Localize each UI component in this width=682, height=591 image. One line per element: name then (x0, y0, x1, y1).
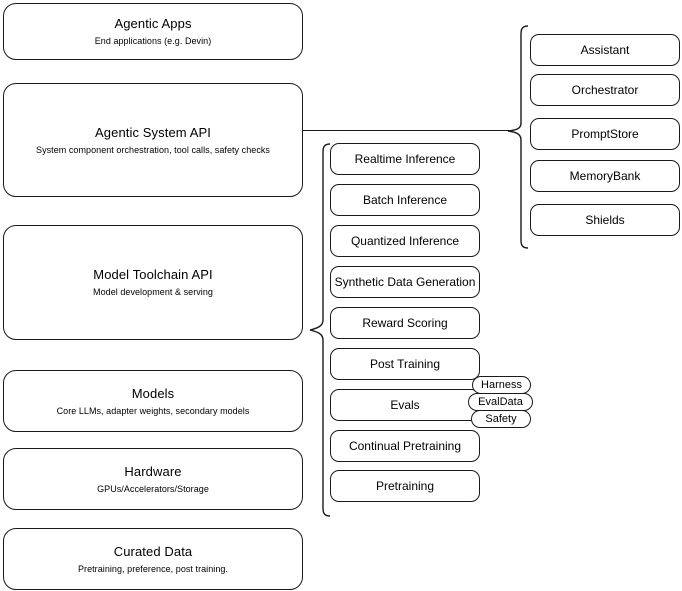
eval-pill-harness[interactable]: Harness (472, 376, 531, 394)
pill-label: EvalData (478, 396, 523, 408)
chip-label: Assistant (580, 43, 630, 57)
pill-label: Safety (485, 413, 517, 425)
chip-label: Pretraining (375, 479, 435, 493)
toolchain-chip-evals[interactable]: Evals (330, 389, 480, 421)
layer-box-models[interactable]: Models Core LLMs, adapter weights, secon… (3, 370, 303, 432)
toolchain-chip-reward-scoring[interactable]: Reward Scoring (330, 307, 480, 339)
toolchain-chip-batch-inference[interactable]: Batch Inference (330, 184, 480, 216)
layer-subtitle: End applications (e.g. Devin) (94, 36, 212, 46)
layer-box-agentic-apps[interactable]: Agentic Apps End applications (e.g. Devi… (3, 3, 303, 60)
chip-label: Evals (390, 398, 420, 412)
toolchain-chip-continual-pretraining[interactable]: Continual Pretraining (330, 430, 480, 462)
layer-title: Agentic Apps (114, 16, 192, 31)
chip-label: Reward Scoring (362, 316, 448, 330)
agentic-chip-promptstore[interactable]: PromptStore (530, 118, 680, 150)
layer-subtitle: GPUs/Accelerators/Storage (97, 483, 209, 494)
chip-label: Batch Inference (362, 193, 448, 207)
brace-model-toolchain (308, 142, 332, 518)
layer-subtitle: Core LLMs, adapter weights, secondary mo… (56, 405, 250, 416)
toolchain-chip-synthetic-data-generation[interactable]: Synthetic Data Generation (330, 266, 480, 298)
layer-title: Hardware (124, 463, 182, 479)
brace-agentic-system (506, 24, 530, 250)
pill-label: Harness (481, 379, 522, 391)
connector-line-agentic-system (303, 130, 509, 131)
chip-label: Realtime Inference (354, 152, 456, 166)
layer-box-curated-data[interactable]: Curated Data Pretraining, preference, po… (3, 528, 303, 590)
agentic-chip-memorybank[interactable]: MemoryBank (530, 160, 680, 192)
layer-title: Curated Data (113, 543, 193, 559)
chip-label: Post Training (369, 357, 441, 371)
toolchain-chip-post-training[interactable]: Post Training (330, 348, 480, 380)
chip-label: Shields (585, 213, 625, 227)
toolchain-chip-realtime-inference[interactable]: Realtime Inference (330, 143, 480, 175)
layer-subtitle: System component orchestration, tool cal… (36, 144, 270, 155)
chip-label: Quantized Inference (350, 234, 460, 248)
chip-label: PromptStore (571, 127, 639, 141)
toolchain-chip-quantized-inference[interactable]: Quantized Inference (330, 225, 480, 257)
layer-title: Agentic System API (95, 124, 211, 140)
toolchain-chip-pretraining[interactable]: Pretraining (330, 470, 480, 502)
layer-box-hardware[interactable]: Hardware GPUs/Accelerators/Storage (3, 448, 303, 510)
agentic-chip-orchestrator[interactable]: Orchestrator (530, 74, 680, 106)
chip-label: Continual Pretraining (348, 439, 462, 453)
layer-box-model-toolchain-api[interactable]: Model Toolchain API Model development & … (3, 225, 303, 340)
chip-label: Synthetic Data Generation (334, 275, 476, 289)
layer-box-agentic-system-api[interactable]: Agentic System API System component orch… (3, 83, 303, 197)
layer-subtitle: Pretraining, preference, post training. (77, 563, 229, 574)
chip-label: MemoryBank (569, 169, 641, 183)
agentic-chip-assistant[interactable]: Assistant (530, 34, 680, 66)
eval-pill-evaldata[interactable]: EvalData (468, 393, 533, 411)
layer-title: Models (131, 385, 175, 401)
layer-subtitle: Model development & serving (93, 287, 213, 297)
agentic-chip-shields[interactable]: Shields (530, 204, 680, 236)
layer-title: Model Toolchain API (93, 267, 213, 282)
chip-label: Orchestrator (571, 83, 639, 97)
eval-pill-safety[interactable]: Safety (471, 410, 531, 428)
